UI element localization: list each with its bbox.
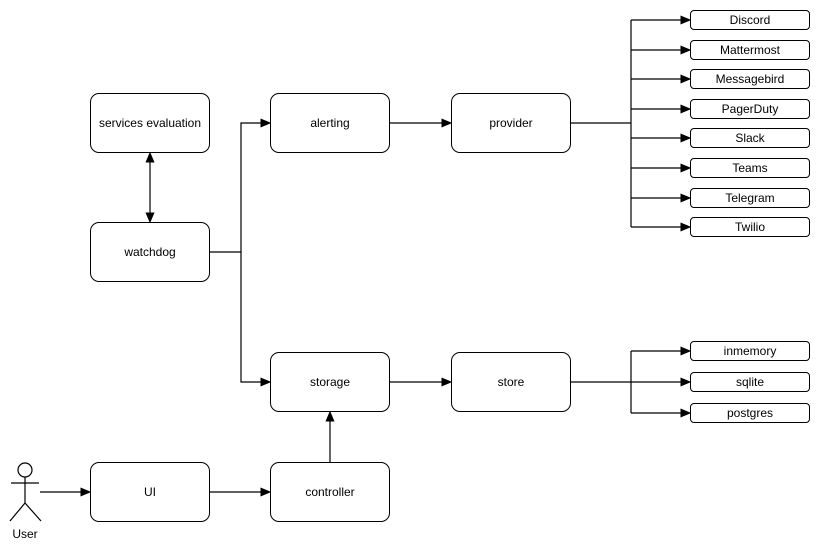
node-provider-twilio[interactable]: Twilio — [690, 217, 810, 237]
edge-provider-fanout — [571, 15, 692, 232]
arrowhead-right-icon — [680, 346, 692, 356]
node-storage[interactable]: storage — [270, 352, 390, 412]
arrowhead-right-icon — [680, 408, 692, 418]
arrowhead-right-icon — [680, 377, 692, 387]
node-label: Discord — [729, 13, 771, 27]
edge-line — [571, 20, 632, 227]
node-label: postgres — [726, 406, 774, 420]
node-label: Slack — [735, 131, 765, 145]
node-label: Twilio — [734, 220, 765, 234]
arrowhead-right-icon — [260, 118, 272, 128]
node-provider-pagerduty[interactable]: PagerDuty — [690, 99, 810, 119]
node-provider-discord[interactable]: Discord — [690, 10, 810, 30]
edge-line — [240, 252, 262, 383]
node-label: sqlite — [735, 375, 764, 389]
user-head — [17, 462, 33, 478]
edge-line — [210, 122, 262, 253]
node-label: storage — [309, 375, 351, 389]
node-store-sqlite[interactable]: sqlite — [690, 372, 810, 392]
arrowhead-up-icon — [145, 151, 155, 163]
arrowhead-up-icon — [325, 410, 335, 422]
node-label: watchdog — [124, 245, 176, 259]
arrowhead-right-icon — [680, 74, 692, 84]
node-label: inmemory — [723, 344, 777, 358]
node-label: UI — [144, 485, 156, 499]
arrowhead-right-icon — [680, 15, 692, 25]
edge-line — [571, 351, 632, 413]
node-label: Messagebird — [715, 72, 785, 86]
arrowhead-right-icon — [260, 377, 272, 387]
arrowhead-right-icon — [680, 45, 692, 55]
edge-watchdog-alerting — [210, 118, 272, 253]
edge-store-fanout — [571, 346, 692, 418]
arrowhead-right-icon — [441, 118, 453, 128]
edge-user-ui — [40, 487, 92, 497]
arrowhead-right-icon — [441, 377, 453, 387]
node-services-evaluation[interactable]: services evaluation — [90, 93, 210, 153]
node-provider-mattermost[interactable]: Mattermost — [690, 40, 810, 60]
node-label: PagerDuty — [721, 102, 779, 116]
edge-storage-store — [390, 377, 453, 387]
node-provider-messagebird[interactable]: Messagebird — [690, 69, 810, 89]
edge-watchdog-storage — [240, 252, 272, 387]
edge-alerting-provider — [390, 118, 453, 128]
arrowhead-right-icon — [680, 222, 692, 232]
node-label: services evaluation — [98, 116, 202, 130]
node-controller[interactable]: controller — [270, 462, 390, 522]
node-provider-teams[interactable]: Teams — [690, 158, 810, 178]
node-label: store — [497, 375, 525, 389]
arrowhead-right-icon — [680, 104, 692, 114]
node-watchdog[interactable]: watchdog — [90, 222, 210, 282]
node-provider-telegram[interactable]: Telegram — [690, 188, 810, 208]
node-provider[interactable]: provider — [451, 93, 571, 153]
user-leg-left — [9, 502, 26, 522]
user-figure-icon — [9, 462, 42, 522]
arrowhead-down-icon — [145, 212, 155, 224]
edge-controller-storage — [325, 410, 335, 462]
node-label: controller — [305, 485, 355, 499]
node-label: alerting — [310, 116, 350, 130]
arrowhead-right-icon — [680, 133, 692, 143]
node-store-postgres[interactable]: postgres — [690, 403, 810, 423]
node-label: provider — [489, 116, 533, 130]
user-leg-right — [24, 502, 42, 522]
user-actor-label: User — [12, 527, 38, 541]
arrowhead-right-icon — [680, 163, 692, 173]
edge-ui-controller — [210, 487, 272, 497]
node-label: Teams — [732, 161, 768, 175]
arrowhead-right-icon — [260, 487, 272, 497]
node-label: Mattermost — [719, 43, 780, 57]
node-ui[interactable]: UI — [90, 462, 210, 522]
arrowhead-right-icon — [80, 487, 92, 497]
node-label: Telegram — [725, 191, 775, 205]
edge-services-evaluation-watchdog — [145, 151, 155, 224]
node-provider-slack[interactable]: Slack — [690, 128, 810, 148]
arrowhead-right-icon — [680, 193, 692, 203]
node-alerting[interactable]: alerting — [270, 93, 390, 153]
node-store[interactable]: store — [451, 352, 571, 412]
node-store-inmemory[interactable]: inmemory — [690, 341, 810, 361]
